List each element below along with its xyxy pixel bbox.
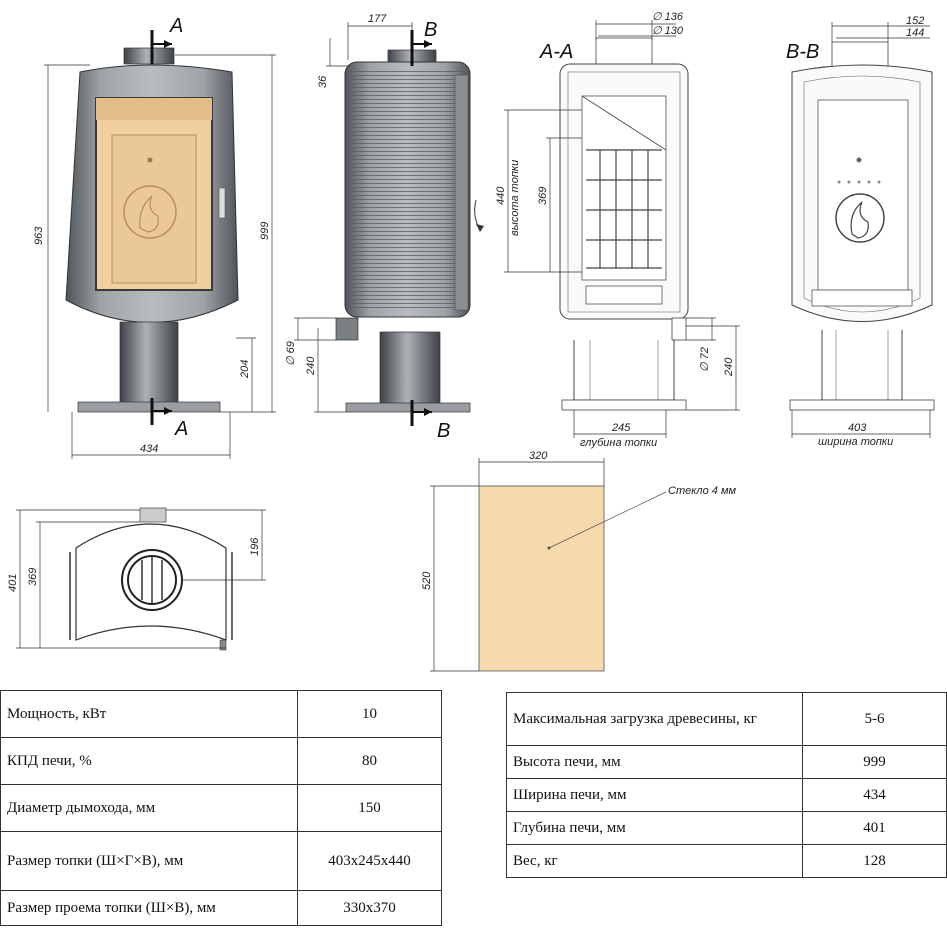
flame-logo-icon (123, 185, 177, 239)
spec-label: Вес, кг (506, 844, 803, 878)
spec-label: Глубина печи, мм (506, 811, 803, 845)
table-row: Размер проема топки (Ш×В), мм 330x370 (0, 890, 442, 926)
dim-aa-depth: 245 (611, 422, 631, 434)
dim-front-width: 434 (140, 443, 158, 455)
spec-label: Ширина печи, мм (506, 778, 803, 812)
spec-value: 434 (802, 778, 947, 812)
spec-value: 80 (297, 737, 442, 785)
dim-plan-depth: 401 (7, 574, 19, 592)
spec-value: 401 (802, 811, 947, 845)
bb-flame-logo-icon (835, 193, 885, 243)
dim-aa-dia-air: ∅ 72 (699, 347, 711, 372)
table-row: Вес, кг 128 (506, 844, 947, 878)
table-row: Мощность, кВт 10 (0, 690, 442, 738)
front-view: A A 963 999 204 434 (33, 15, 276, 459)
dim-aa-leg: 240 (723, 357, 735, 377)
spec-label: Высота печи, мм (506, 745, 803, 779)
section-aa: A-A ∅ 136 ∅ 130 440 высота топки 36 (495, 11, 740, 449)
glass-label: Стекло 4 мм (668, 485, 737, 497)
dim-front-leg: 204 (239, 360, 251, 379)
spec-value: 403x245x440 (297, 831, 442, 891)
table-row: Диаметр дымохода, мм 150 (0, 784, 442, 832)
spec-value: 128 (802, 844, 947, 878)
glass-drawing: Стекло 4 мм 320 520 (421, 450, 737, 672)
table-row: Размер топки (Ш×Г×В), мм 403x245x440 (0, 831, 442, 891)
dim-glass-height: 520 (421, 571, 433, 590)
spec-label: Размер топки (Ш×Г×В), мм (0, 831, 298, 891)
dim-front-height: 963 (33, 226, 45, 245)
dim-side-flue-dia: ∅ 69 (285, 341, 297, 366)
spec-value: 5-6 (802, 692, 947, 746)
spec-table-right: Максимальная загрузка древесины, кг 5-6 … (506, 692, 947, 878)
dim-aa-dia-outer: ∅ 136 (652, 11, 684, 23)
dim-aa-depth-label: глубина топки (580, 437, 657, 449)
dim-plan-flue: 196 (249, 537, 261, 556)
glass-panel (478, 485, 605, 672)
section-label-a-top: A (169, 15, 183, 37)
dim-front-total-height: 999 (259, 222, 271, 240)
dim-bb-top-inner: 144 (906, 27, 924, 39)
spec-label: Диаметр дымохода, мм (0, 784, 298, 832)
spec-label: Мощность, кВт (0, 690, 298, 738)
dim-bb-top-outer: 152 (906, 15, 924, 27)
table-row: Ширина печи, мм 434 (506, 778, 947, 812)
dim-plan-inner: 369 (27, 568, 39, 586)
side-view: B B 177 36 ∅ 69 240 (285, 13, 484, 442)
dim-side-top: 36 (317, 75, 329, 88)
dim-glass-width: 320 (529, 450, 548, 462)
section-label-b-top: B (424, 19, 437, 41)
section-label-bb: B-B (786, 41, 819, 63)
dim-aa-dia-inner: ∅ 130 (652, 25, 684, 37)
table-row: Максимальная загрузка древесины, кг 5-6 (506, 692, 947, 746)
dim-side-inlet: 240 (305, 356, 317, 376)
dim-side-offset: 177 (368, 13, 387, 25)
plan-view: 401 369 196 (7, 507, 266, 651)
table-row: КПД печи, % 80 (0, 737, 442, 785)
section-label-a-bottom: A (174, 418, 188, 440)
spec-value: 10 (297, 690, 442, 738)
dim-aa-firebox-height-label: высота топки (509, 160, 521, 236)
dim-bb-width: 403 (848, 422, 867, 434)
spec-label: Размер проема топки (Ш×В), мм (0, 890, 298, 926)
table-row: Высота печи, мм 999 (506, 745, 947, 779)
table-row: Глубина печи, мм 401 (506, 811, 947, 845)
spec-label: Максимальная загрузка древесины, кг (506, 692, 803, 746)
spec-value: 150 (297, 784, 442, 832)
section-bb: B-B 152 144 403 ширина топки (786, 15, 935, 448)
dim-aa-firebox-height: 440 (495, 186, 507, 205)
spec-table-left: Мощность, кВт 10 КПД печи, % 80 Диаметр … (0, 690, 442, 926)
section-label-aa: A-A (539, 41, 573, 63)
door-handle (218, 187, 226, 219)
dim-bb-width-label: ширина топки (818, 436, 893, 448)
spec-value: 999 (802, 745, 947, 779)
section-label-b-bottom: B (437, 420, 450, 442)
technical-drawing: A A 963 999 204 434 B B (7, 11, 935, 672)
spec-label: КПД печи, % (0, 737, 298, 785)
spec-value: 330x370 (297, 890, 442, 926)
dim-aa-inner: 369 (537, 187, 549, 205)
